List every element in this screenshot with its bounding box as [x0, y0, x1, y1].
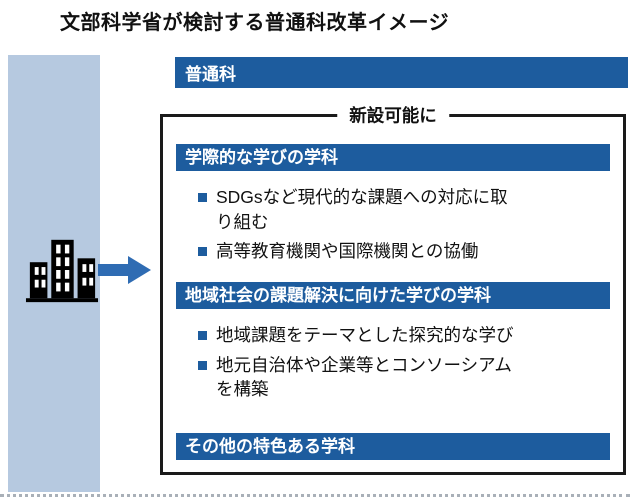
- box-label: 新設可能に: [337, 102, 449, 128]
- bullet-item: 地域課題をテーマとした探究的な学び: [196, 323, 610, 348]
- bullet-list-interdisciplinary: SDGsなど現代的な課題への対応に取り組む 高等教育機関や国際機関との協働: [196, 180, 610, 269]
- section-heading-interdisciplinary: 学際的な学びの学科: [176, 144, 610, 172]
- bullet-square-icon: [198, 193, 207, 203]
- bullet-square-icon: [198, 331, 207, 340]
- bullet-text: 地域課題をテーマとした探究的な学び: [216, 325, 514, 345]
- bullet-text: SDGsなど現代的な課題への対応に取り組む: [216, 187, 508, 232]
- bullet-text: 高等教育機関や国際機関との協働: [216, 241, 479, 262]
- bullet-list-community: 地域課題をテーマとした探究的な学び 地元自治体や企業等とコンソーシアムを構築: [196, 318, 610, 407]
- new-options-box: 新設可能に 学際的な学びの学科 SDGsなど現代的な課題への対応に取り組む 高等…: [160, 102, 626, 475]
- bullet-square-icon: [198, 360, 207, 370]
- bullet-text: 地元自治体や企業等とコンソーシアムを構築: [216, 354, 512, 400]
- bullet-item: 地元自治体や企業等とコンソーシアムを構築: [196, 353, 610, 402]
- box-content: 学際的な学びの学科 SDGsなど現代的な課題への対応に取り組む 高等教育機関や国…: [163, 117, 623, 472]
- left-column: [8, 55, 100, 492]
- bullet-item: 高等教育機関や国際機関との協働: [196, 239, 610, 264]
- section-heading-community: 地域社会の課題解決に向けた学びの学科: [176, 281, 610, 309]
- building-icon: [25, 237, 99, 303]
- bullet-item: SDGsなど現代的な課題への対応に取り組む: [196, 185, 610, 234]
- right-arrow-icon: [98, 254, 152, 286]
- section-heading-other: その他の特色ある学科: [176, 432, 610, 460]
- general-course-bar: 普通科: [175, 57, 628, 88]
- page-title: 文部科学省が検討する普通科改革イメージ: [60, 12, 450, 34]
- bottom-dotted-line: [0, 494, 630, 497]
- bullet-square-icon: [198, 247, 207, 257]
